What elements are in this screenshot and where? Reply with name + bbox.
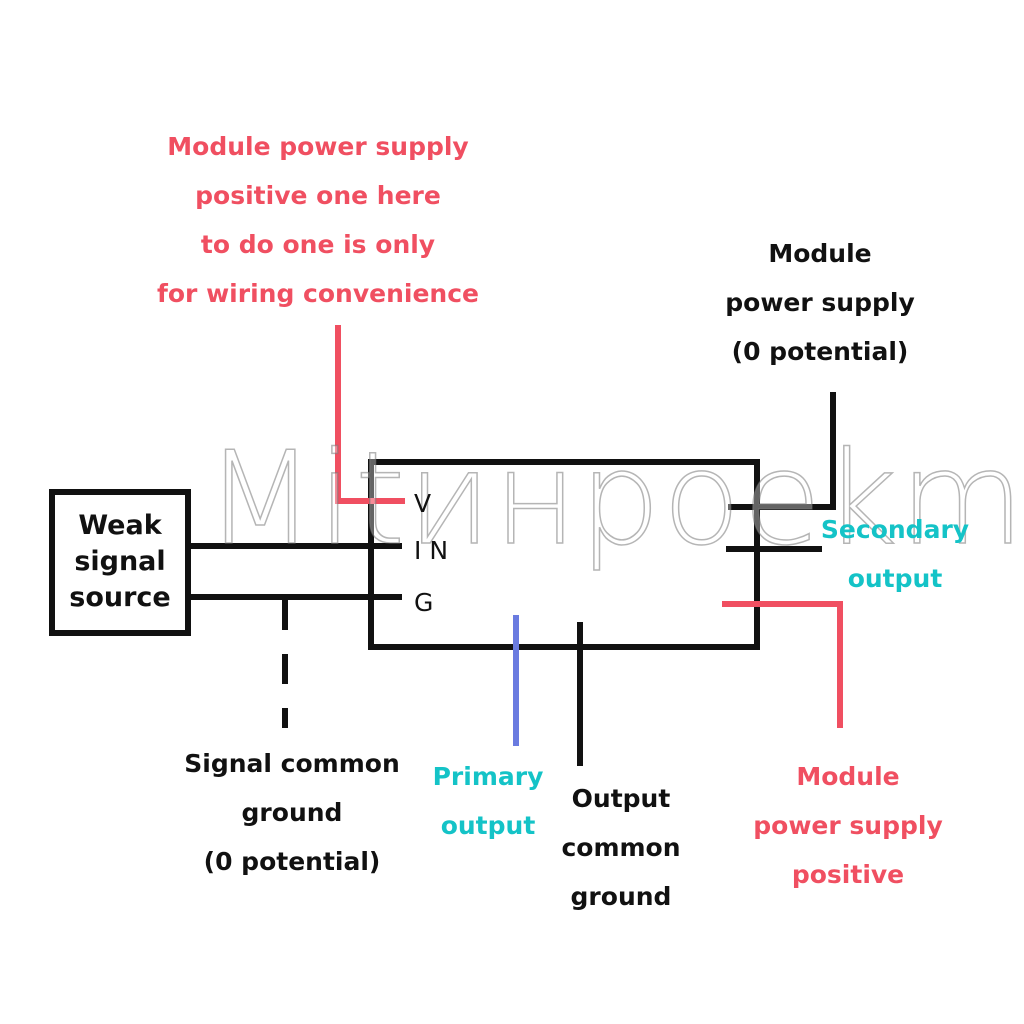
label-line: for wiring convenience — [157, 279, 479, 308]
label-line: positive — [791, 860, 905, 889]
label-line: Secondary — [820, 515, 970, 544]
label-line: ground — [241, 798, 343, 827]
pin-g-label: G — [414, 588, 434, 617]
label-line: power supply — [725, 288, 915, 317]
module-box — [368, 459, 760, 650]
label-line: common — [561, 833, 681, 862]
label-line: power supply — [753, 811, 943, 840]
label-line: Primary — [432, 762, 544, 791]
wire-power-positive-top — [335, 325, 405, 504]
label-line: Module — [796, 762, 900, 791]
label-line: Output — [571, 784, 671, 813]
label-line: (0 potential) — [203, 847, 381, 876]
label-line: ground — [570, 882, 672, 911]
label-line: Module — [768, 239, 872, 268]
signal-source-box — [49, 489, 191, 636]
wire-power-positive-bottom — [722, 601, 843, 728]
label-signal-ground: Signal common ground (0 potential) — [184, 739, 399, 886]
label-line: (0 potential) — [731, 337, 909, 366]
label-line: output — [847, 564, 943, 593]
label-power-zero: Module power supply (0 potential) — [725, 229, 915, 376]
signal-source-label: Weak signal source — [52, 508, 188, 616]
label-power-positive-top: Module power supply positive one here to… — [157, 122, 479, 318]
pin-v-label: V — [414, 489, 432, 518]
pin-in-label: I N — [414, 536, 449, 565]
label-line: output — [440, 811, 536, 840]
wire-power-zero — [728, 392, 836, 510]
label-line: Module power supply — [167, 132, 469, 161]
label-line: to do one is only — [200, 230, 436, 259]
label-secondary-output: Secondary output — [821, 505, 969, 603]
signal-source-line: source — [69, 582, 171, 613]
label-output-ground: Output common ground — [561, 774, 680, 921]
label-primary-output: Primary output — [433, 752, 544, 850]
label-power-positive-bottom: Module power supply positive — [753, 752, 943, 899]
label-line: Signal common — [184, 749, 400, 778]
label-line: positive one here — [195, 181, 441, 210]
signal-source-line: signal — [74, 546, 166, 577]
signal-source-line: Weak — [78, 510, 162, 541]
